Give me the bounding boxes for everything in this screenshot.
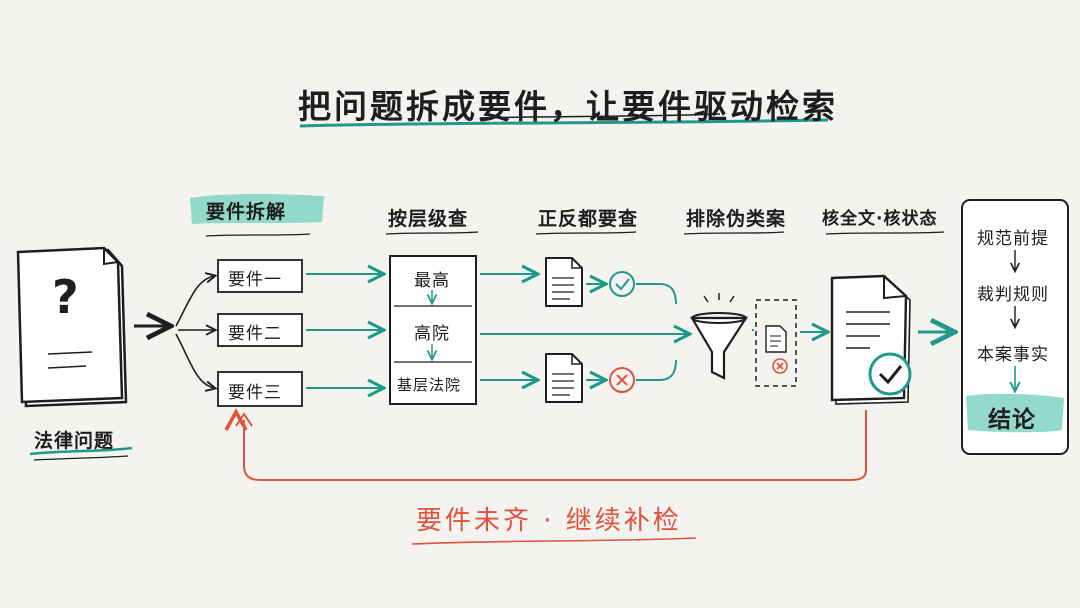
level-high: 高院 [414, 324, 450, 344]
reasoning-chain-box [961, 199, 1069, 455]
level-supreme: 最高 [414, 271, 450, 291]
element-to-level-arrows [306, 274, 382, 388]
reasoning-norm: 规范前提 [977, 229, 1049, 249]
feedback-label-underline [411, 537, 697, 545]
level-basic: 基层法院 [397, 376, 462, 394]
diagram-title: 把问题拆成要件，让要件驱动检索 [298, 87, 838, 126]
stage-hierarchy: 按层级查 [388, 208, 469, 230]
feedback-loop-arrow [224, 408, 867, 481]
rejected-case-icon [755, 299, 797, 387]
reasoning-facts: 本案事实 [977, 345, 1049, 365]
level-to-doc-arrows [480, 274, 688, 380]
court-hierarchy-box [389, 255, 477, 405]
stage-exclude: 排除伪类案 [686, 208, 787, 230]
element-boxes [217, 259, 303, 407]
input-label-underline [29, 446, 133, 456]
branch-arrows [175, 276, 214, 388]
reasoning-rule: 裁判规则 [977, 285, 1049, 305]
reasoning-conclusion: 结论 [988, 407, 1036, 433]
feedback-label: 要件未齐 · 继续补检 [416, 506, 682, 536]
supporting-case-document-icon [545, 257, 583, 307]
filter-funnel-icon [690, 293, 749, 380]
question-mark: ? [52, 270, 80, 324]
stage-decompose: 要件拆解 [206, 201, 287, 223]
element-1: 要件一 [228, 270, 282, 290]
verified-document-icon [830, 274, 912, 405]
stage-verify: 核全文·核状态 [822, 209, 938, 229]
decompose-highlight [190, 194, 324, 224]
check-circle-icon [609, 271, 635, 297]
element-2: 要件二 [228, 324, 282, 344]
input-label: 法律问题 [34, 430, 115, 452]
stage-both-sides: 正反都要查 [538, 208, 639, 230]
question-document-icon [16, 246, 128, 408]
cross-circle-icon [609, 367, 635, 393]
element-3: 要件三 [228, 383, 282, 403]
opposing-case-document-icon [545, 353, 583, 403]
title-underline [299, 118, 829, 128]
